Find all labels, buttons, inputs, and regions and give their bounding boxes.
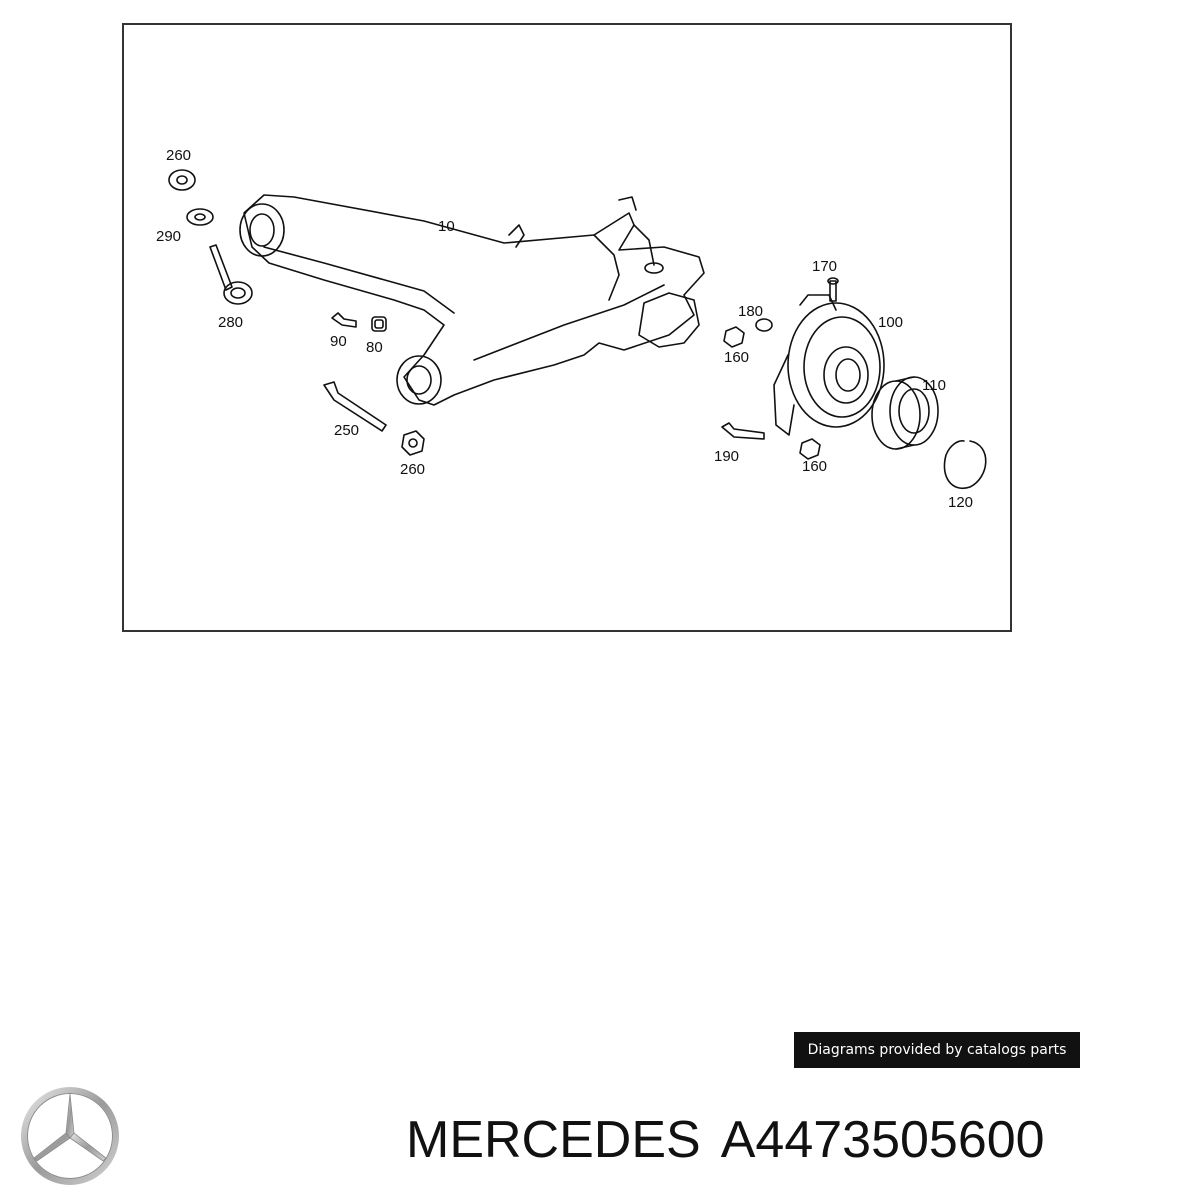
wheel-hub-assembly — [721, 277, 885, 460]
wheel-bearing — [871, 376, 939, 450]
mercedes-star-logo-icon — [21, 1087, 119, 1185]
callout-260-bottom: 260 — [400, 461, 425, 478]
callout-280: 280 — [218, 314, 243, 331]
callout-100: 100 — [878, 314, 903, 331]
callout-10: 10 — [438, 218, 455, 235]
callout-160-top: 160 — [724, 349, 749, 366]
part-number: A4473505600 — [720, 1111, 1045, 1169]
part-title: MERCEDES A4473505600 — [406, 1108, 1045, 1172]
callout-160-bottom: 160 — [802, 458, 827, 475]
callout-120: 120 — [948, 494, 973, 511]
callout-labels: 260 290 280 10 90 80 250 260 170 180 100… — [156, 147, 973, 511]
exploded-view-drawing: 260 290 280 10 90 80 250 260 170 180 100… — [156, 147, 987, 511]
callout-260-top: 260 — [166, 147, 191, 164]
brand-name: MERCEDES — [406, 1111, 701, 1169]
circlip-ring — [943, 440, 987, 490]
callout-190: 190 — [714, 448, 739, 465]
callout-90: 90 — [330, 333, 347, 350]
callout-250: 250 — [334, 422, 359, 439]
callout-180: 180 — [738, 303, 763, 320]
diagram-credit-badge: Diagrams provided by catalogs parts — [794, 1032, 1080, 1068]
rear-axle-beam — [239, 194, 705, 406]
callout-80: 80 — [366, 339, 383, 356]
callout-110: 110 — [922, 377, 946, 394]
left-mounting-hardware — [168, 169, 425, 456]
parts-diagram: 260 290 280 10 90 80 250 260 170 180 100… — [122, 23, 1012, 632]
callout-170: 170 — [812, 258, 837, 275]
callout-290: 290 — [156, 228, 181, 245]
